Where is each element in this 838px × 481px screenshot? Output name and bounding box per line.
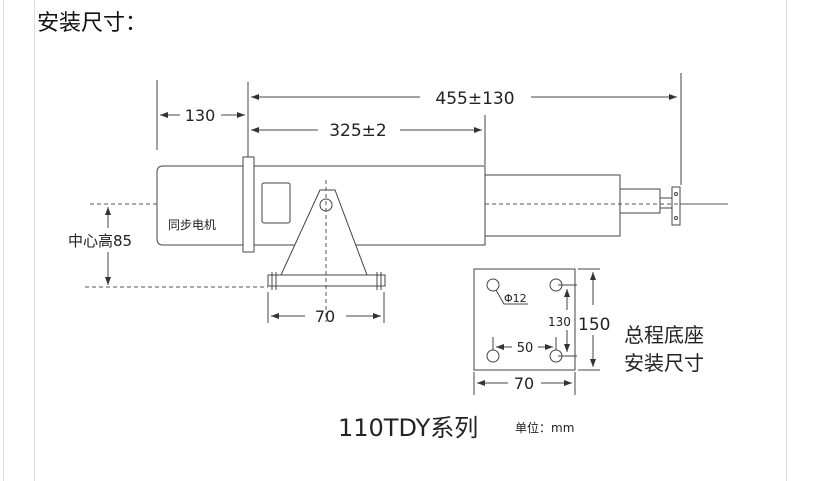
dim-stroke-text: 455±130 (435, 89, 514, 109)
dimension-bracket-70: 70 (267, 292, 385, 326)
dimension-455: 455±130 (251, 89, 677, 109)
dim-body-text: 325±2 (329, 121, 387, 141)
base-plate-drawing: Φ12 130 150 50 70 总程底座 安装尺寸 (473, 268, 704, 395)
page-border-left-outer (3, 0, 4, 481)
dimension-center-height: 中心高85 (68, 207, 132, 285)
section-heading: 安装尺寸： (37, 11, 148, 36)
base-label-line1: 总程底座 (624, 323, 704, 347)
dimension-130: 130 (160, 106, 245, 125)
dim-width-text: 70 (514, 374, 534, 393)
unit-caption: 单位：mm (515, 420, 574, 435)
series-caption: 110TDY系列 (338, 414, 478, 442)
mounting-bracket (267, 180, 386, 322)
dim-bracket-text: 70 (315, 307, 335, 326)
page-border-right (786, 0, 787, 481)
center-height-text: 中心高85 (68, 232, 132, 250)
hole-diameter-text: Φ12 (504, 292, 527, 305)
motor-label: 同步电机 (168, 218, 216, 232)
dim-height-text: 150 (578, 315, 610, 335)
actuator-body: 同步电机 (156, 156, 681, 253)
dim-motor-text: 130 (185, 106, 216, 125)
dim-hole-h-text: 50 (517, 341, 534, 356)
dim-hole-v-text: 130 (548, 315, 571, 329)
base-label-line2: 安装尺寸 (624, 351, 704, 375)
page-border-left (34, 0, 35, 481)
extension-lines (156, 73, 682, 185)
dimension-325: 325±2 (251, 121, 482, 141)
